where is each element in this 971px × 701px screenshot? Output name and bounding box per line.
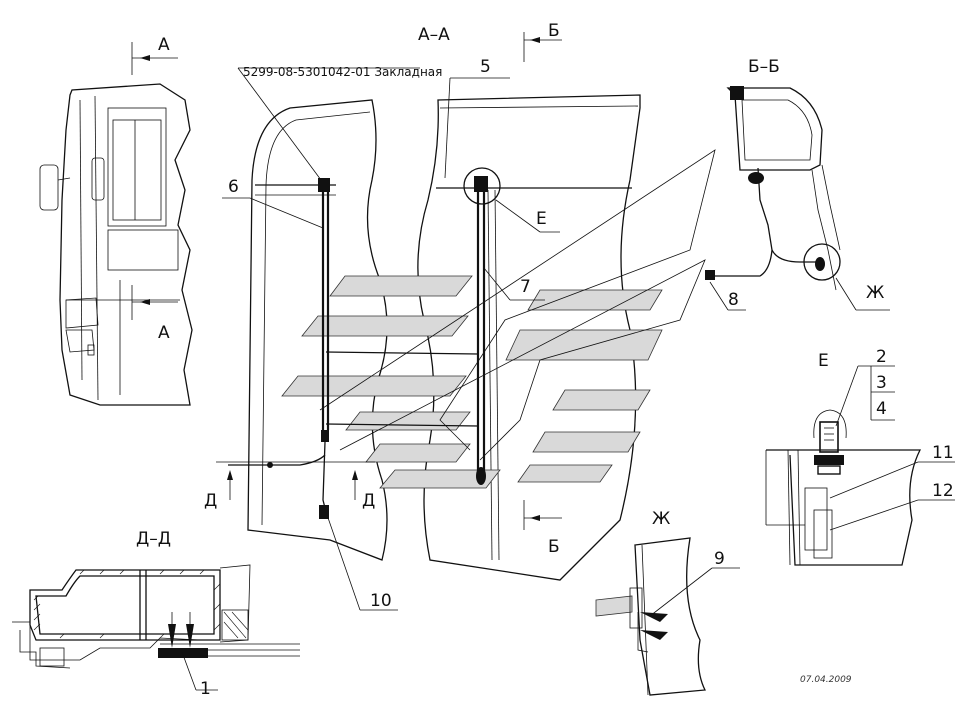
section-aa-title: А–А bbox=[418, 25, 450, 45]
callout-12: 12 bbox=[932, 481, 954, 501]
cut-marker-d-left: Д bbox=[204, 491, 217, 511]
callout-5: 5 bbox=[480, 57, 491, 77]
callout-8: 8 bbox=[728, 290, 739, 310]
cut-marker-b-bottom: Б bbox=[548, 537, 560, 557]
detail-e-title: Е bbox=[818, 351, 829, 371]
detail-zh-title: Ж bbox=[652, 509, 670, 529]
callout-9: 9 bbox=[714, 549, 725, 569]
cut-marker-a-bottom: А bbox=[158, 323, 170, 343]
cut-marker-e-callout: Е bbox=[536, 209, 547, 229]
drawing-date: 07.04.2009 bbox=[800, 675, 852, 685]
callout-1: 1 bbox=[200, 679, 211, 699]
detail-e-view bbox=[765, 365, 955, 566]
callout-6: 6 bbox=[228, 177, 239, 197]
section-bb-title: Б–Б bbox=[748, 57, 780, 77]
section-aa-view bbox=[216, 32, 716, 611]
detail-zh-view bbox=[595, 537, 740, 696]
hatch-pattern bbox=[33, 569, 221, 639]
callout-4: 4 bbox=[876, 399, 887, 419]
cab-side-view bbox=[39, 42, 193, 406]
callout-11: 11 bbox=[932, 443, 954, 463]
section-bb-view bbox=[705, 86, 890, 311]
cut-marker-zh-callout: Ж bbox=[866, 283, 884, 303]
callout-3: 3 bbox=[876, 373, 887, 393]
section-dd-title: Д–Д bbox=[136, 529, 171, 549]
callout-2: 2 bbox=[876, 347, 887, 367]
cut-marker-b-top: Б bbox=[548, 21, 560, 41]
callout-10: 10 bbox=[370, 591, 392, 611]
cut-marker-a-top: А bbox=[158, 35, 170, 55]
cut-marker-d-right: Д bbox=[362, 491, 375, 511]
section-dd-view bbox=[12, 564, 300, 691]
part-note: 5299-08-5301042-01 Закладная bbox=[243, 65, 442, 79]
callout-7: 7 bbox=[520, 277, 531, 297]
